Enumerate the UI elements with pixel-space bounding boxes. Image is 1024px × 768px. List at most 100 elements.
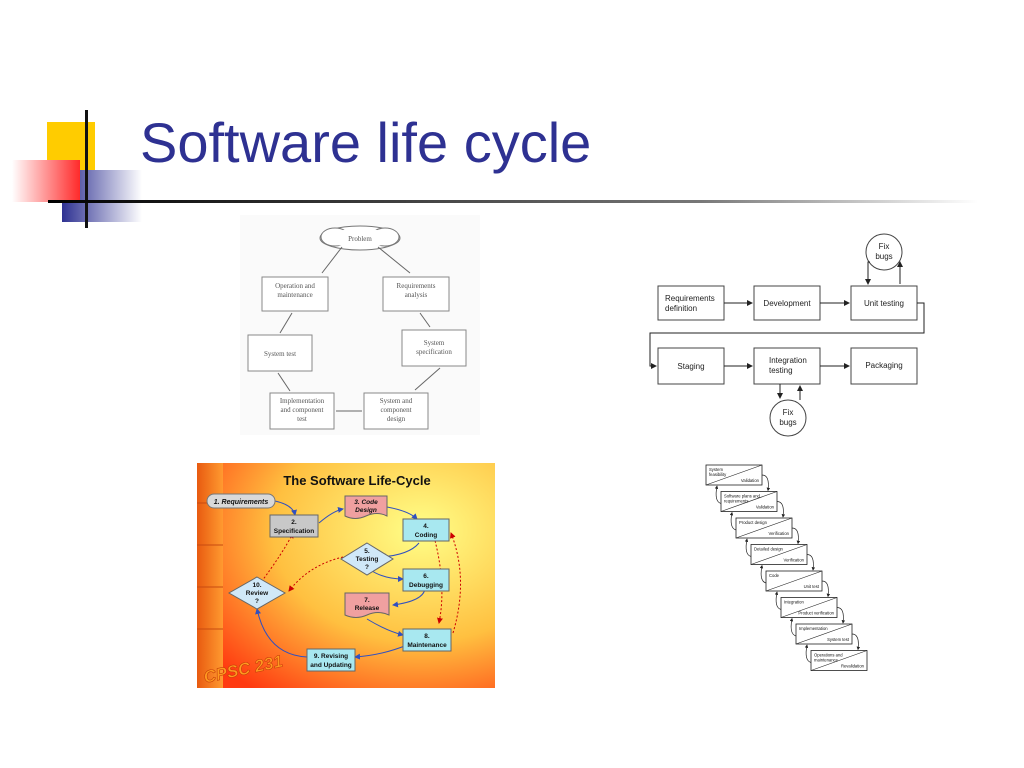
- box-requirements-line2: definition: [665, 304, 697, 313]
- accent-vertical-line: [85, 110, 88, 228]
- step-debugging-line2: Debugging: [409, 582, 443, 589]
- waterfall-down-arrow: [836, 607, 846, 624]
- step-requirements: [206, 493, 276, 509]
- step-maintenance-line1: 8.: [424, 633, 430, 640]
- cycle-req-line2: analysis: [405, 291, 428, 299]
- cycle-spec-line1: System: [424, 339, 445, 347]
- cycle-impl-line1: Implementation: [280, 397, 325, 405]
- step-maintenance-line2: Maintenance: [407, 642, 447, 649]
- cycle-design-line2: component: [380, 406, 411, 414]
- waterfall-diagonal: [750, 544, 808, 565]
- waterfall-diagonal: [810, 650, 868, 671]
- title-underline: [48, 200, 978, 203]
- waterfall-diagonal: [795, 623, 853, 645]
- waterfall-top-label: System: [709, 467, 723, 472]
- cycle-design-line3: design: [387, 415, 406, 423]
- fix-bugs-top-circle: [865, 233, 903, 271]
- cycle-node-req: [382, 276, 450, 312]
- box-requirements: [657, 285, 725, 321]
- fix-bugs-bottom-circle: [769, 399, 807, 437]
- waterfall-bottom-label: Verification: [784, 558, 805, 563]
- cycle-node-design: [363, 392, 429, 430]
- waterfall-top-label: Code: [769, 573, 780, 578]
- box-packaging-label: Packaging: [865, 361, 902, 370]
- waterfall-top-label: Integration: [784, 600, 804, 605]
- fix-bugs-top-line1: Fix: [879, 242, 890, 251]
- box-unit-testing-label: Unit testing: [864, 299, 904, 308]
- box-staging: [657, 347, 725, 385]
- step-revising-line2: and Updating: [310, 662, 352, 669]
- step-code-design-line1: 3. Code: [354, 499, 378, 506]
- waterfall-up-arrow: [714, 485, 722, 504]
- step-testing-line3: ?: [365, 564, 369, 571]
- cycle-node-spec: [401, 329, 467, 367]
- box-integration: [753, 347, 821, 385]
- corner-accent: [12, 110, 978, 228]
- step-review: [227, 576, 287, 610]
- step-debugging: [402, 568, 450, 592]
- step-coding: [402, 518, 450, 542]
- waterfall-top-label: Product design: [739, 520, 768, 525]
- cycle-req-line1: Requirements: [397, 282, 436, 290]
- waterfall-down-arrow: [776, 501, 786, 518]
- step-specification-line2: Specification: [274, 528, 314, 535]
- step-debugging-line1: 6.: [423, 573, 429, 580]
- step-testing-line1: 5.: [364, 548, 370, 555]
- waterfall-down-arrow: [851, 633, 861, 651]
- step-specification: [269, 514, 319, 538]
- box-integration-line2: testing: [769, 366, 793, 375]
- box-packaging: [850, 347, 918, 385]
- waterfall-top-label: Software plans and: [724, 494, 761, 499]
- waterfall-diagonal: [705, 464, 763, 486]
- cycle-impl-line2: and component: [281, 406, 324, 414]
- waterfall-up-arrow: [744, 538, 752, 557]
- waterfall-up-arrow: [759, 564, 767, 584]
- cycle-systest-line1: System test: [264, 350, 296, 358]
- step-specification-line1: 2.: [291, 519, 297, 526]
- waterfall-up-arrow: [729, 511, 737, 531]
- waterfall-top-label: feasibility: [709, 472, 727, 477]
- step-revising: [306, 648, 356, 672]
- box-requirements-line1: Requirements: [665, 294, 715, 303]
- cycle-spec-line2: specification: [416, 348, 452, 356]
- waterfall-top-label: requirements: [724, 499, 748, 504]
- box-development: [753, 285, 821, 321]
- step-code-design: [344, 495, 388, 519]
- waterfall-bottom-label: Validation: [756, 505, 775, 510]
- problem-cloud: Problem: [319, 225, 401, 251]
- step-review-line1: 10.: [252, 582, 261, 589]
- box-staging-label: Staging: [677, 362, 704, 371]
- cycle-ops-line1: Operation and: [275, 282, 315, 290]
- cycle-design-line1: System and: [380, 397, 413, 405]
- waterfall-top-label: maintenance: [814, 658, 839, 663]
- step-coding-line1: 4.: [423, 523, 429, 530]
- cycle-ops-line2: maintenance: [277, 291, 312, 299]
- cycle-impl-line3: test: [297, 415, 307, 423]
- step-review-line2: Review: [246, 590, 269, 597]
- cycle-node-impl: [269, 392, 335, 430]
- waterfall-diagonal: [765, 570, 823, 592]
- waterfall-bottom-label: Verification: [769, 531, 790, 536]
- step-testing-line2: Testing: [356, 556, 379, 563]
- waterfall-up-arrow: [774, 591, 782, 610]
- accent-red-square: [12, 160, 80, 202]
- cycle-diagram: Problem Operation and maintenance Requir…: [240, 215, 480, 435]
- waterfall-top-label: Operations and: [814, 653, 843, 658]
- waterfall-down-arrow: [806, 554, 816, 571]
- waterfall-down-arrow: [821, 580, 831, 598]
- waterfall-bottom-label: Product verification: [798, 611, 834, 616]
- step-release: [344, 592, 390, 618]
- step-review-line3: ?: [255, 598, 259, 605]
- waterfall-bottom-label: Validation: [741, 478, 760, 483]
- waterfall-bottom-label: Unit test: [804, 584, 820, 589]
- fix-bugs-top-line2: bugs: [875, 252, 892, 261]
- cycle-node-systest: [247, 334, 313, 372]
